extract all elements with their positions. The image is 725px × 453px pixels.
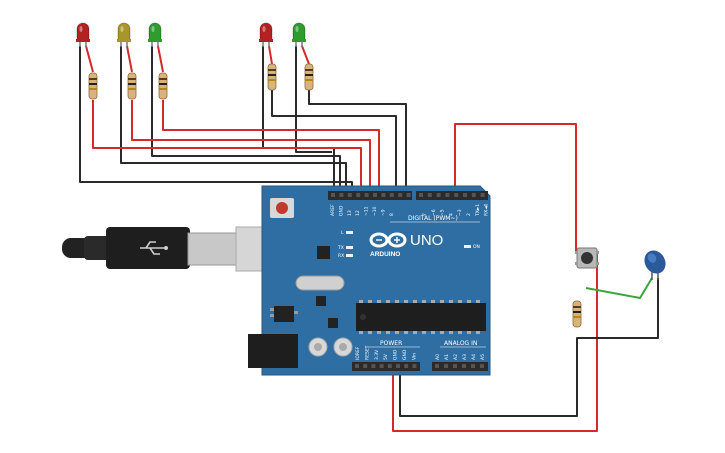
lead-led2 xyxy=(126,45,133,73)
led-l-label: L xyxy=(341,230,344,236)
wire-black-gnd xyxy=(399,278,659,417)
dc-barrel-jack xyxy=(248,334,298,368)
usb-icon xyxy=(140,241,164,255)
analog-pin-label: A4 xyxy=(471,354,477,360)
led-green-1[interactable] xyxy=(148,22,162,47)
led-yellow[interactable] xyxy=(117,22,131,47)
wire-green-buzzer xyxy=(585,277,653,299)
lead-led5 xyxy=(301,45,310,65)
capacitor-1 xyxy=(308,337,328,357)
top-pin-label: ~10 xyxy=(372,206,378,216)
resistor-5[interactable] xyxy=(304,63,314,91)
power-pin-label: GND xyxy=(402,349,408,360)
top-pin-label: ~6 xyxy=(431,209,437,216)
led-rx-label: RX xyxy=(338,253,344,259)
wires xyxy=(79,45,659,432)
analog-pin-label: A3 xyxy=(462,354,468,360)
analog-label: ANALOG IN xyxy=(444,340,477,347)
wire-red-res1 xyxy=(92,100,362,196)
power-pin-label: GND xyxy=(393,349,399,360)
led-on xyxy=(464,245,471,248)
usb-cable xyxy=(62,226,297,272)
lead-led3 xyxy=(157,45,164,73)
resistor-4[interactable] xyxy=(267,63,277,91)
top-pin-label: ~9 xyxy=(380,209,386,216)
top-pin-label: 4 xyxy=(448,213,454,216)
power-header xyxy=(352,362,420,371)
analog-pin-label: A1 xyxy=(444,354,450,360)
led-group xyxy=(76,22,306,47)
piezo-buzzer[interactable] xyxy=(640,247,669,280)
top-header-right xyxy=(416,191,488,200)
wire-black-led3 xyxy=(151,46,341,196)
resistors xyxy=(88,63,582,328)
led-red-1[interactable] xyxy=(76,22,90,47)
led-on-label: ON xyxy=(473,244,480,250)
wire-black-led2 xyxy=(120,46,347,196)
top-pin-label: 12 xyxy=(355,210,361,216)
capacitor-2 xyxy=(333,337,353,357)
small-chip xyxy=(317,246,330,259)
smd-2 xyxy=(328,318,338,328)
analog-pin-label: A2 xyxy=(453,354,459,360)
lead-led1 xyxy=(85,45,94,73)
brand-label: ARDUINO xyxy=(370,251,400,258)
wire-black-res5 xyxy=(308,90,407,196)
top-pin-label: ~3 xyxy=(457,209,463,216)
top-pin-label: GND xyxy=(338,205,344,216)
led-red-2[interactable] xyxy=(259,22,273,47)
wire-red-res2 xyxy=(131,100,371,196)
power-pin-label: Vin xyxy=(411,353,417,360)
wire-red-power xyxy=(392,251,598,432)
top-pin-holes xyxy=(331,193,485,197)
resistor-3[interactable] xyxy=(158,72,168,100)
analog-header xyxy=(432,362,488,371)
power-label: POWER xyxy=(380,340,402,347)
resistor-1[interactable] xyxy=(88,72,98,100)
led-tx xyxy=(346,246,353,249)
resistor-2[interactable] xyxy=(127,72,137,100)
wire-black-led5 xyxy=(295,46,332,153)
bottom-pin-holes xyxy=(355,364,484,368)
wire-red-button-top xyxy=(454,123,577,251)
analog-pin-label: A5 xyxy=(480,354,486,360)
crystal xyxy=(295,275,345,291)
resistor-button[interactable] xyxy=(572,300,582,328)
voltage-regulator xyxy=(270,306,298,322)
smd-1 xyxy=(316,296,326,306)
reset-button[interactable] xyxy=(270,198,294,218)
top-header-left xyxy=(328,191,412,200)
power-pin-label: RESET xyxy=(364,345,370,360)
top-pin-label: 13 xyxy=(347,210,353,216)
top-pin-label: AREF xyxy=(330,204,336,216)
digital-label: DIGITAL (PWM~) xyxy=(408,215,458,222)
top-pin-label: 7 xyxy=(422,213,428,216)
led-l xyxy=(346,231,353,234)
wire-black-res4 xyxy=(271,90,397,196)
top-pin-label: 2 xyxy=(466,213,472,216)
led-green-2[interactable] xyxy=(292,22,306,47)
led-rx xyxy=(346,254,353,257)
arduino-logo-icon xyxy=(369,232,407,248)
push-button[interactable] xyxy=(575,247,599,269)
power-pin-label: IOREF xyxy=(355,346,361,360)
top-pin-label: 8 xyxy=(389,213,395,216)
top-pin-label: RX◄0 xyxy=(484,203,490,216)
atmega-chip xyxy=(356,300,486,334)
power-pin-label: 3.3V xyxy=(374,349,380,360)
analog-pin-label: A0 xyxy=(435,354,441,360)
model-label: UNO xyxy=(410,232,443,249)
led-tx-label: TX xyxy=(337,245,344,251)
top-pin-label: ~5 xyxy=(440,209,446,216)
power-pin-label: 5V xyxy=(383,353,389,360)
top-pin-label: TX►1 xyxy=(475,204,481,217)
lead-led4 xyxy=(268,45,273,65)
top-pin-label: ~11 xyxy=(364,206,370,216)
wire-red-res3 xyxy=(162,100,380,196)
